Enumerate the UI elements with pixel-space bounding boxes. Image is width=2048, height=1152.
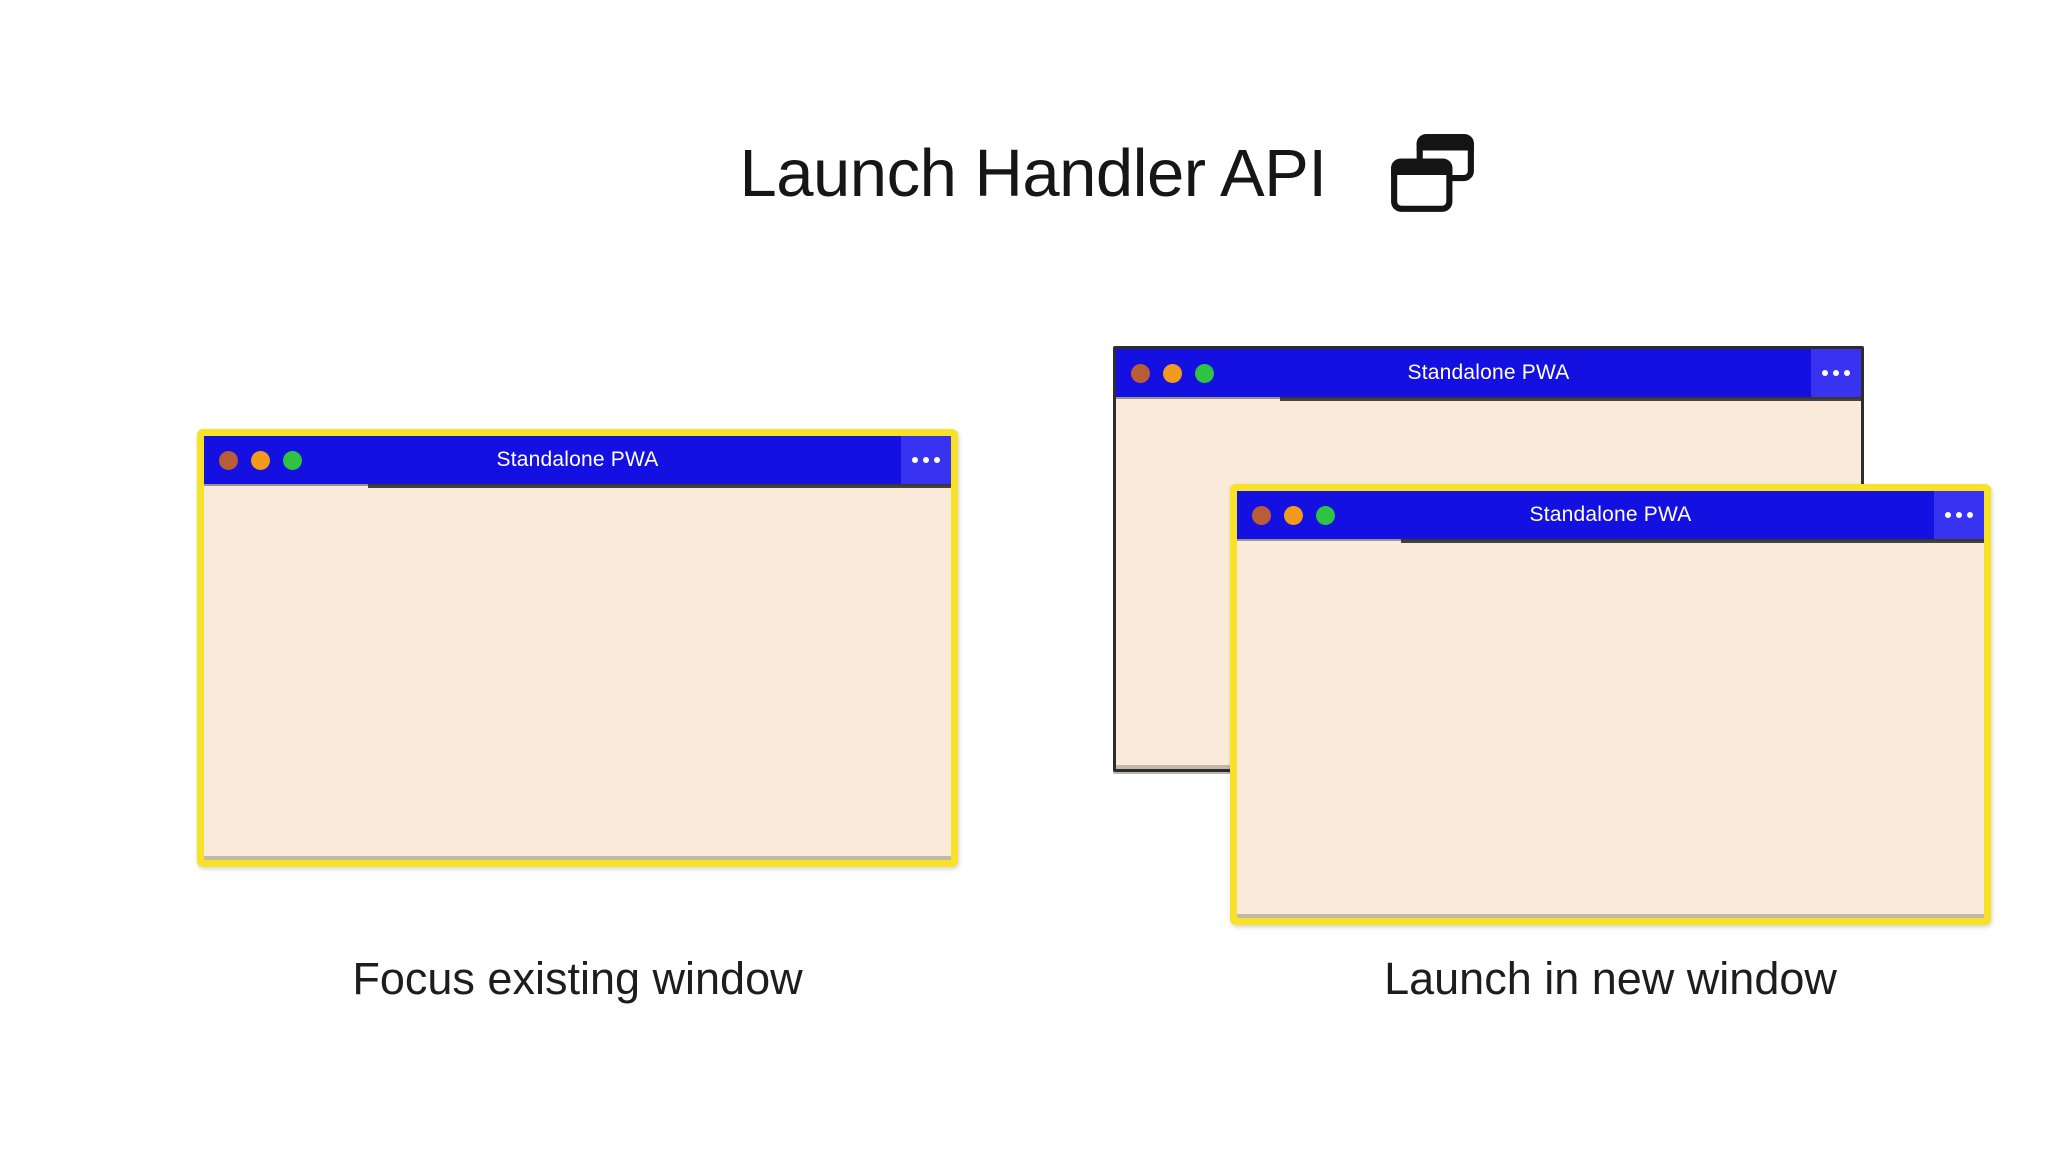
pwa-window-focused: Standalone PWA <box>197 429 958 867</box>
dot-green-icon <box>1316 505 1335 525</box>
ellipsis-icon <box>912 457 918 463</box>
caption-launch-new: Launch in new window <box>1384 953 1837 1004</box>
titlebar-shadow <box>1279 397 1861 401</box>
titlebar-shadow <box>368 484 951 488</box>
window-title: Standalone PWA <box>1529 503 1692 526</box>
titlebar: Standalone PWA <box>204 436 951 488</box>
caption-focus-existing: Focus existing window <box>352 953 803 1004</box>
dot-orange-icon <box>1163 363 1182 383</box>
dot-red-icon <box>1131 363 1150 383</box>
traffic-lights <box>219 436 302 484</box>
pwa-window-new-front: Standalone PWA <box>1230 484 1991 925</box>
dot-red-icon <box>1252 505 1271 525</box>
window-title: Standalone PWA <box>1407 361 1570 384</box>
traffic-lights <box>1131 349 1214 397</box>
dot-red-icon <box>219 450 238 470</box>
page-title: Launch Handler API <box>739 135 1327 211</box>
titlebar-shadow <box>1401 539 1984 543</box>
dot-green-icon <box>283 450 302 470</box>
traffic-lights <box>1252 491 1335 539</box>
overlapping-windows-icon <box>1388 131 1478 215</box>
titlebar: Standalone PWA <box>1116 349 1861 401</box>
dot-orange-icon <box>251 450 270 470</box>
titlebar: Standalone PWA <box>1237 491 1984 543</box>
header: Launch Handler API <box>170 118 2048 228</box>
overflow-menu-button <box>1934 491 1984 539</box>
ellipsis-icon <box>1822 370 1828 376</box>
overflow-menu-button <box>901 436 951 484</box>
dot-orange-icon <box>1284 505 1303 525</box>
overflow-menu-button <box>1811 349 1861 397</box>
ellipsis-icon <box>1945 512 1951 518</box>
dot-green-icon <box>1195 363 1214 383</box>
window-body <box>204 484 951 860</box>
window-body <box>1237 539 1984 918</box>
window-title: Standalone PWA <box>496 448 659 471</box>
